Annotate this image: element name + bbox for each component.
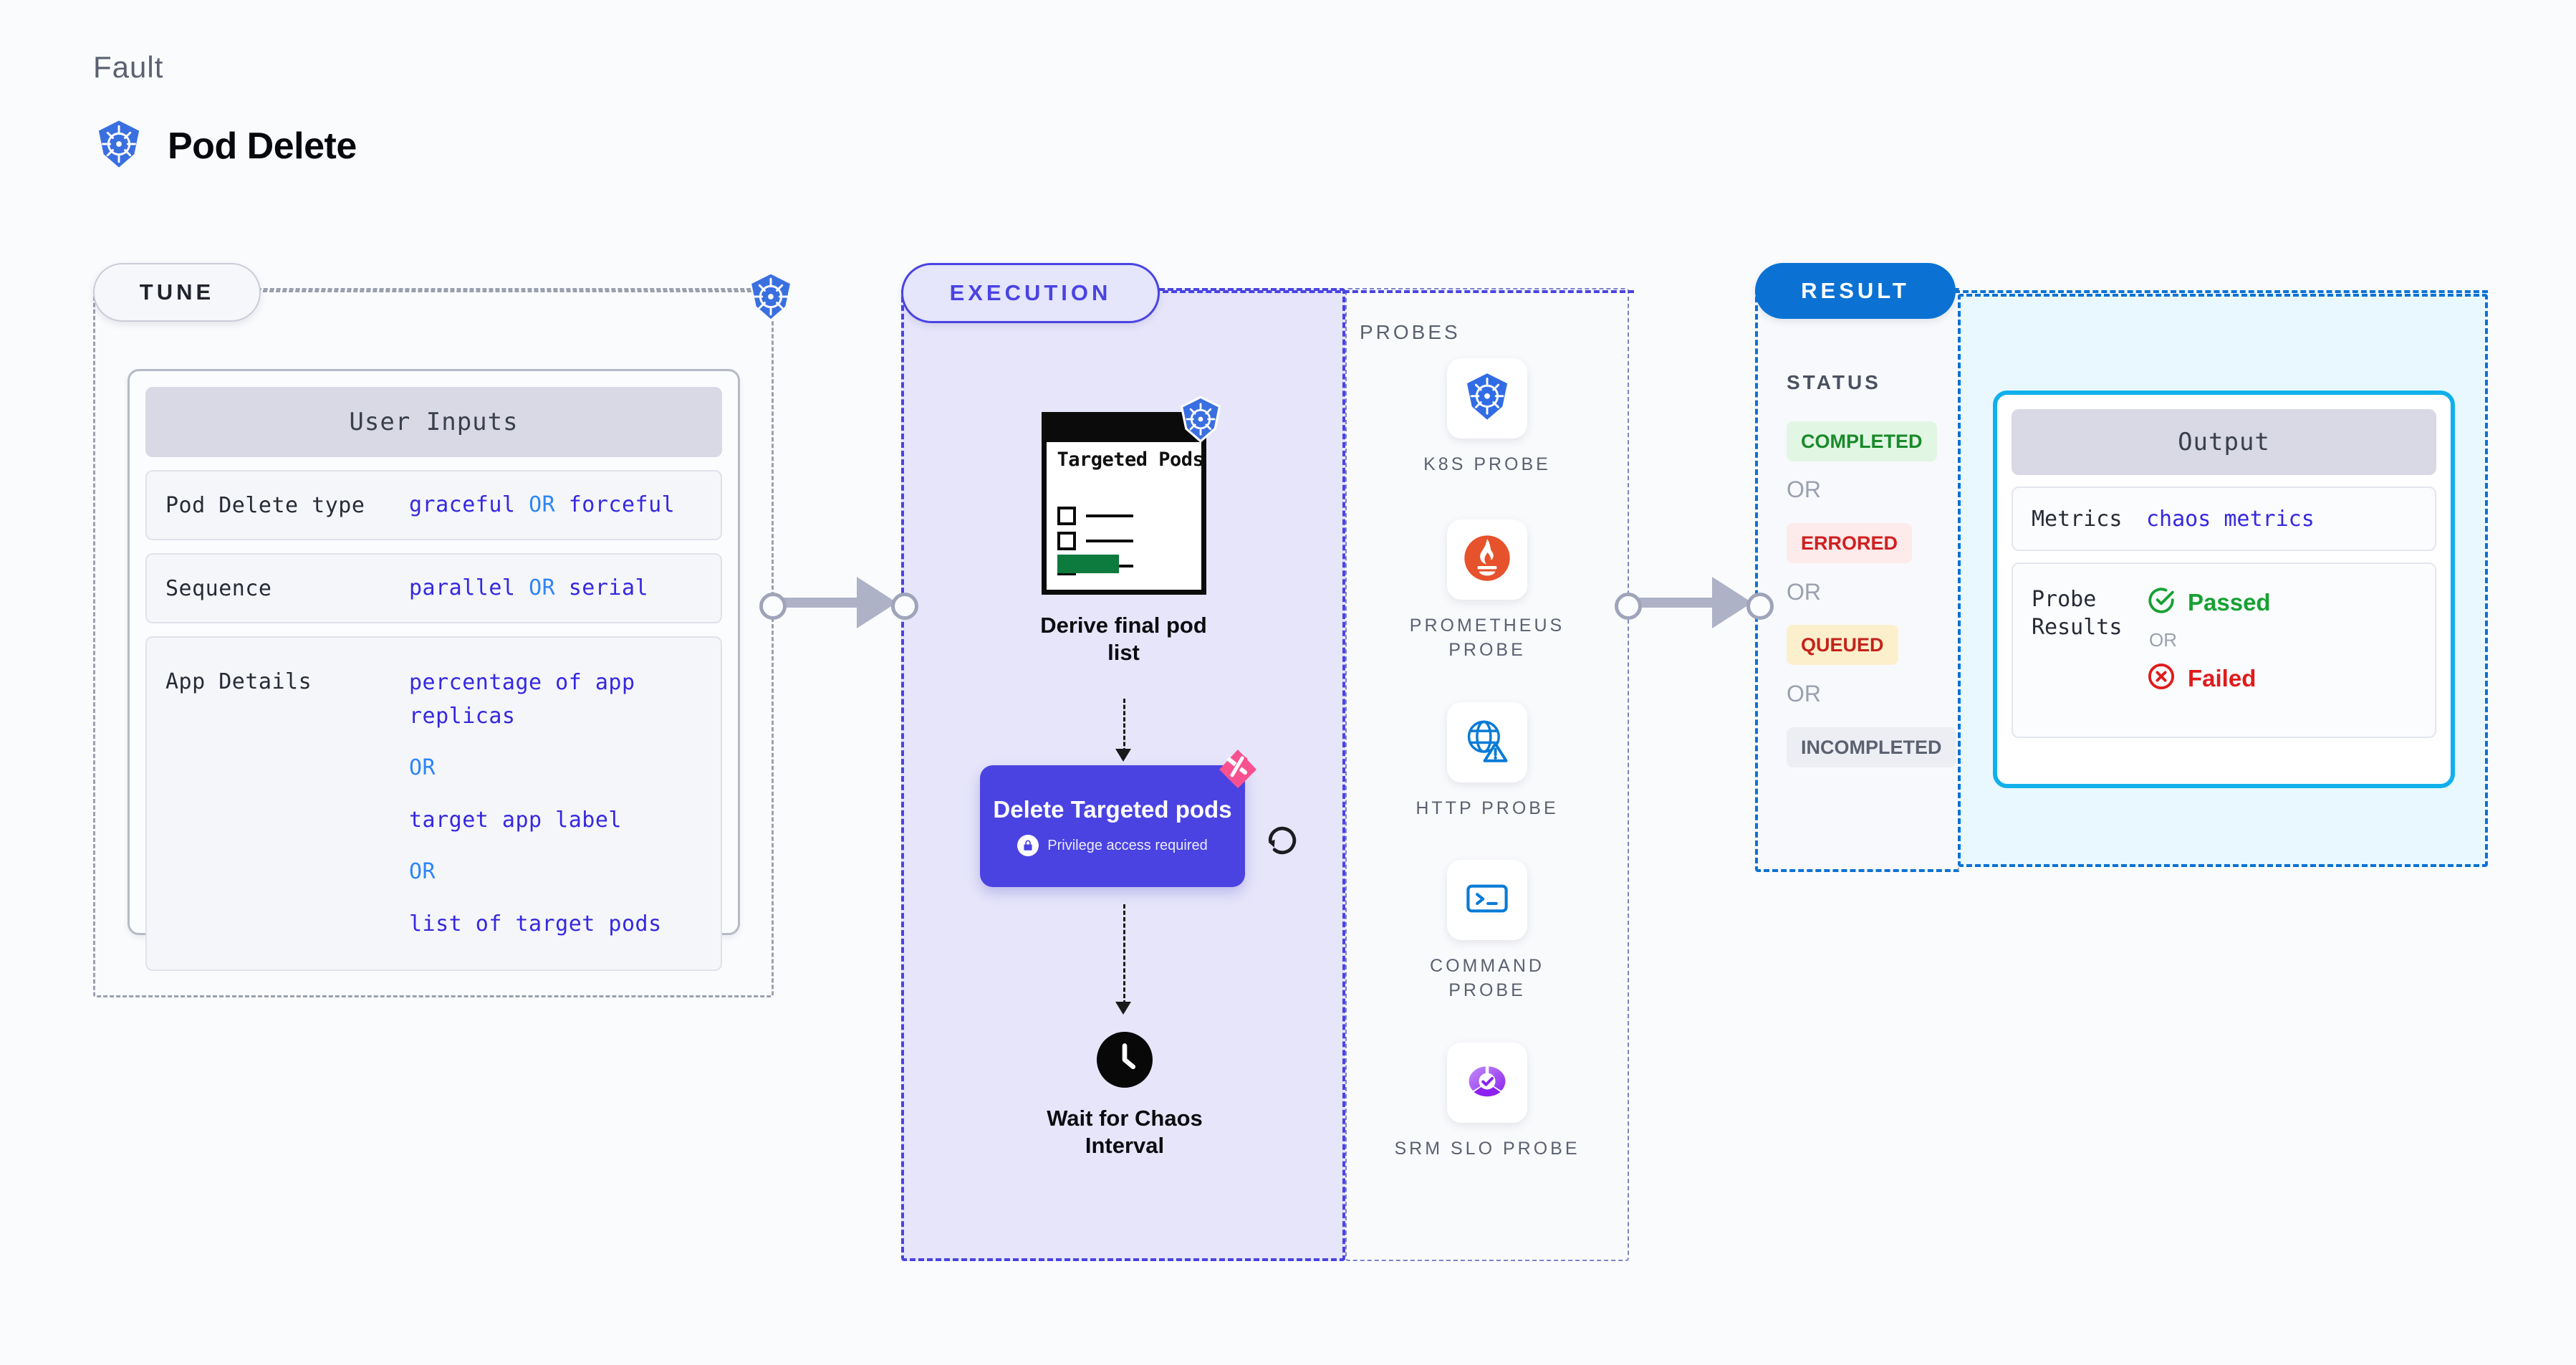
probe-label: K8S PROBE: [1423, 454, 1551, 474]
status-badge-queued: QUEUED: [1787, 625, 1898, 665]
output-card-title: Output: [2012, 409, 2436, 475]
status-badge-completed: COMPLETED: [1787, 421, 1937, 461]
output-value: chaos metrics: [2146, 506, 2315, 532]
input-value: parallel: [409, 575, 516, 600]
kubernetes-icon: [1459, 369, 1515, 428]
x-circle-icon: [2146, 661, 2176, 695]
output-key: Probe Results: [2032, 587, 2123, 640]
execution-section-pill[interactable]: EXECUTION: [901, 263, 1160, 323]
status-label: STATUS: [1787, 371, 1881, 393]
table-row: Metrics chaos metrics: [2012, 487, 2436, 551]
table-row: Sequence parallel OR serial: [145, 553, 722, 623]
probe-item-http[interactable]: HTTP PROBE: [1394, 702, 1580, 821]
or-separator: OR: [1787, 579, 1821, 605]
input-value: list of target pods: [409, 911, 662, 937]
output-card: Output Metrics chaos metrics Probe Resul…: [1993, 391, 2455, 788]
connector-tune-to-execution: [759, 577, 918, 628]
tune-section-pill[interactable]: TUNE: [93, 263, 261, 322]
terminal-icon: [1461, 872, 1514, 929]
input-value: serial: [568, 575, 649, 600]
or-separator: OR: [529, 575, 556, 600]
flow-arrow-head: [1115, 749, 1131, 762]
input-value: percentage of app replicas: [409, 670, 635, 729]
flow-arrow-line: [1123, 904, 1125, 1005]
fault-title-row: Pod Delete: [93, 118, 357, 173]
delete-card-title: Delete Targeted pods: [993, 795, 1232, 823]
check-circle-icon: [2146, 585, 2176, 619]
probe-result-failed: Failed: [2188, 664, 2257, 691]
user-inputs-card: User Inputs Pod Delete type graceful OR …: [128, 369, 740, 971]
table-row: Probe Results Passed OR Failed: [2012, 562, 2436, 738]
table-row: App Details percentage of app replicas O…: [145, 636, 722, 971]
or-separator: OR: [409, 859, 436, 884]
output-key: Metrics: [2032, 506, 2123, 532]
execution-pill-tail: [1154, 290, 1634, 293]
input-value: target app label: [409, 807, 622, 833]
result-status-box: [1755, 288, 1959, 872]
status-badge-incompleted: INCOMPLETED: [1787, 727, 1956, 767]
probes-label: PROBES: [1360, 321, 1461, 343]
or-separator: OR: [529, 492, 556, 517]
user-inputs-title: User Inputs: [145, 387, 722, 457]
globe-warning-icon: [1461, 714, 1514, 771]
or-separator: OR: [1787, 681, 1821, 707]
probe-label: COMMAND PROBE: [1430, 956, 1544, 1000]
result-section-pill[interactable]: RESULT: [1755, 263, 1956, 319]
input-value: forceful: [568, 492, 676, 517]
prometheus-icon: [1459, 530, 1515, 590]
node-caption: Derive final pod list: [1040, 613, 1207, 665]
probe-result-passed: Passed: [2188, 588, 2271, 616]
retry-loop-icon: [1262, 820, 1302, 861]
page-title: Pod Delete: [168, 125, 357, 167]
probe-label: PROMETHEUS PROBE: [1409, 616, 1565, 660]
flow-arrow-line: [1123, 699, 1125, 752]
kubernetes-icon: [745, 271, 797, 322]
tune-pill-tail: [256, 290, 758, 292]
privilege-note: Privilege access required: [1047, 837, 1208, 853]
input-key: App Details: [165, 669, 312, 694]
or-separator: OR: [1787, 476, 1821, 502]
srm-slo-icon: [1461, 1055, 1514, 1111]
table-row: Pod Delete type graceful OR forceful: [145, 470, 722, 540]
probe-item-prometheus[interactable]: PROMETHEUS PROBE: [1394, 519, 1580, 663]
probe-label: SRM SLO PROBE: [1394, 1139, 1580, 1159]
connector-execution-to-result: [1615, 577, 1774, 628]
targeted-pods-document-icon: Targeted Pods: [1041, 396, 1221, 595]
litmus-icon: [1213, 748, 1261, 790]
fault-kicker: Fault: [93, 50, 164, 84]
flow-arrow-head: [1115, 1002, 1131, 1015]
tune-section-box: [93, 288, 774, 997]
clock-icon: [1097, 1032, 1153, 1088]
node-caption: Wait for Chaos Interval: [1047, 1106, 1203, 1158]
or-separator: OR: [409, 755, 436, 780]
probe-label: HTTP PROBE: [1416, 798, 1559, 818]
document-title: Targeted Pods: [1057, 449, 1204, 471]
input-key: Sequence: [165, 575, 272, 601]
derive-pod-list-node: Targeted Pods Derive final pod list: [1029, 396, 1221, 666]
probe-item-command[interactable]: COMMAND PROBE: [1394, 860, 1580, 1003]
status-badge-errored: ERRORED: [1787, 523, 1913, 563]
lock-icon: [1017, 835, 1039, 857]
kubernetes-icon: [93, 118, 145, 173]
probe-item-k8s[interactable]: K8S PROBE: [1394, 358, 1580, 477]
wait-for-chaos-interval-node: Wait for Chaos Interval: [1024, 1032, 1225, 1159]
delete-targeted-pods-card[interactable]: Delete Targeted pods Privilege access re…: [980, 749, 1256, 887]
input-key: Pod Delete type: [165, 492, 365, 518]
kubernetes-icon: [1176, 395, 1225, 444]
result-pill-tail: [1954, 290, 2488, 293]
or-separator: OR: [2149, 629, 2177, 651]
probe-item-srm-slo[interactable]: SRM SLO PROBE: [1394, 1043, 1580, 1162]
input-value: graceful: [409, 492, 516, 517]
